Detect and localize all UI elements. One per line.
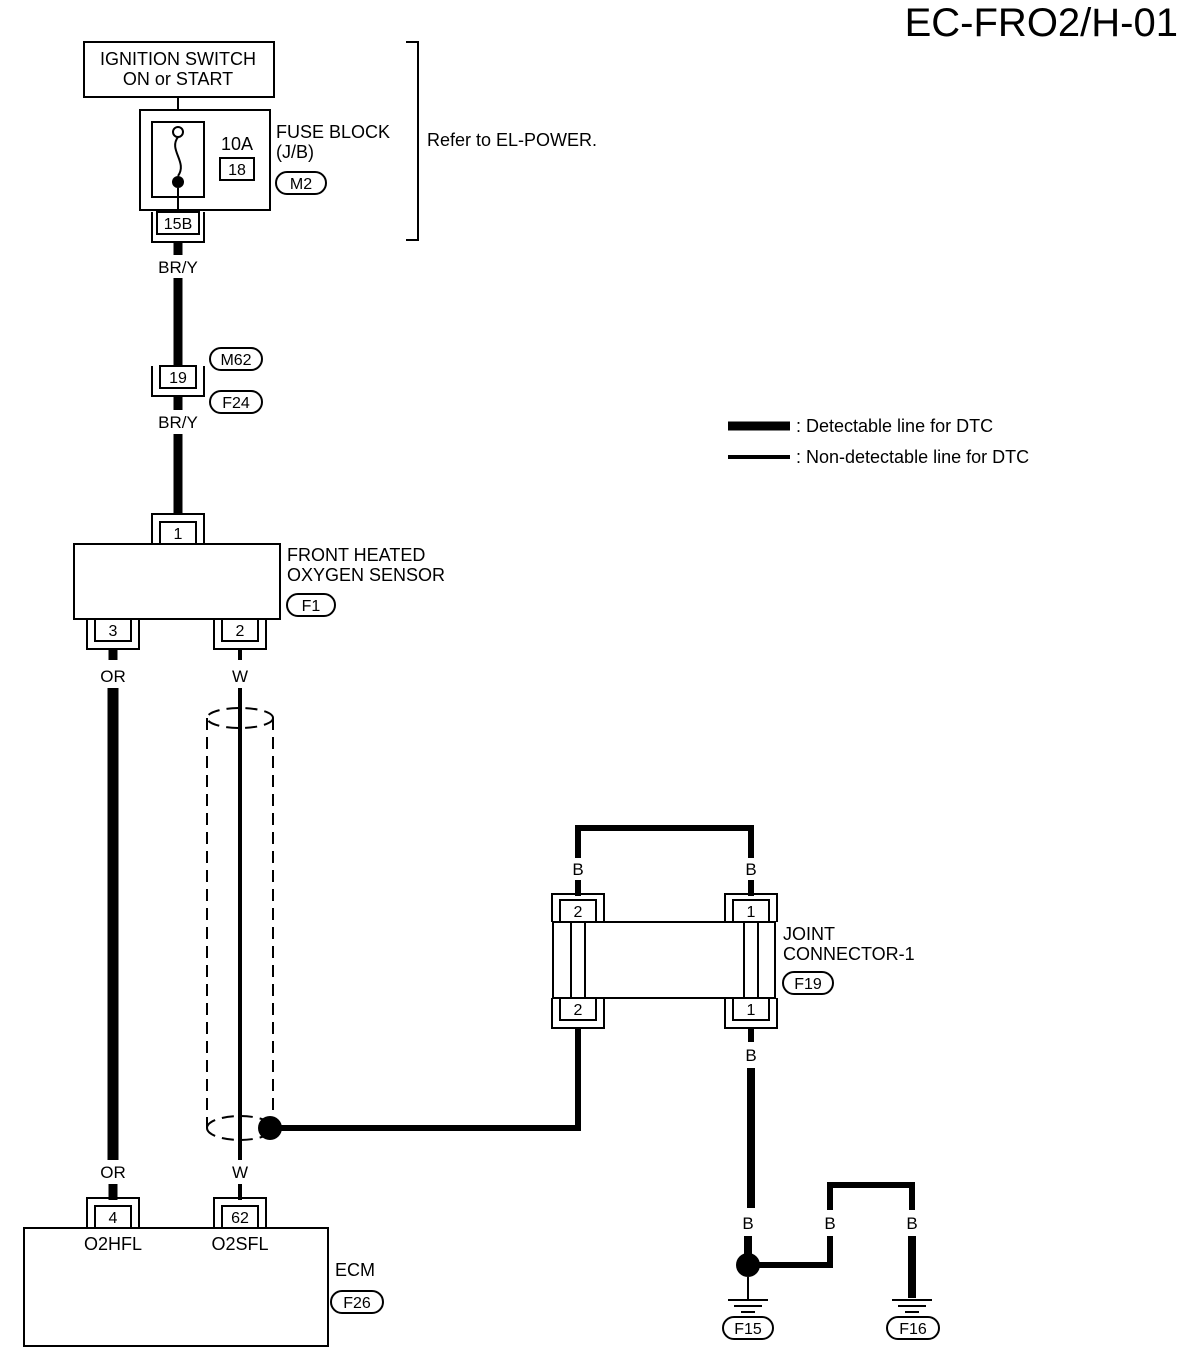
inline-connector-pin: 19	[169, 370, 187, 387]
wire-label-jc-b-left: B	[572, 860, 583, 879]
joint-connector-box	[552, 921, 776, 999]
wire-jc-loop	[575, 825, 754, 858]
ecm-pin-left: 4	[86, 1197, 140, 1229]
ground-badge-f15: F15	[722, 1316, 774, 1340]
fuse-symbol	[174, 136, 182, 177]
wire-label-gnd-b3: B	[906, 1214, 917, 1233]
wire-label-br-y-2: BR/Y	[158, 413, 198, 432]
sensor-pin-top: 1	[151, 513, 205, 545]
wire-label-or-top: OR	[100, 667, 126, 686]
sensor-pin-left-label: 3	[109, 623, 118, 640]
joint-connector-label-2: CONNECTOR-1	[783, 944, 915, 964]
fuse-number: 18	[228, 162, 246, 179]
ecm-pin-right-label: 62	[231, 1210, 249, 1227]
sensor-pin-left: 3	[86, 618, 140, 650]
fuse-block-connector: M2	[290, 176, 312, 193]
ignition-switch-label-1: IGNITION SWITCH	[100, 49, 256, 69]
legend-non-detectable-label: : Non-detectable line for DTC	[796, 447, 1029, 467]
fuse-number-box	[219, 157, 255, 181]
ecm-terminal-left: O2HFL	[84, 1234, 142, 1254]
fuse-block-connector-badge: M2	[275, 171, 327, 195]
joint-connector-pin-bottom-left: 2	[551, 997, 605, 1029]
wire-label-gnd-b2: B	[824, 1214, 835, 1233]
legend-detectable-label: : Detectable line for DTC	[796, 416, 993, 436]
oxygen-sensor-box	[73, 543, 281, 620]
wire-gnd-bridge	[827, 1182, 915, 1210]
inline-connector-badge-lower: F24	[209, 390, 263, 414]
fuse-terminal-top	[172, 126, 184, 138]
ecm-pin-left-label: 4	[109, 1210, 118, 1227]
sensor-pin-right: 2	[213, 618, 267, 650]
ecm-terminal-right: O2SFL	[211, 1234, 268, 1254]
wire-label-w-top: W	[232, 667, 248, 686]
page-title: EC-FRO2/H-01	[905, 1, 1178, 45]
joint-connector-pin-top-left: 2	[551, 893, 605, 923]
wire-label-w-bottom: W	[232, 1163, 248, 1182]
fuse-block-label-2: (J/B)	[276, 142, 314, 162]
ecm-label: ECM	[335, 1260, 375, 1280]
wire-gnd-link	[748, 1236, 833, 1268]
ground-symbol-f15	[728, 1277, 768, 1313]
wire-label-gnd-b1: B	[742, 1214, 753, 1233]
joint-connector-pin-top-left-label: 2	[574, 904, 583, 921]
fuse-block-pin-label: 15B	[164, 216, 192, 233]
ecm-pin-right: 62	[213, 1197, 267, 1229]
joint-connector-label-1: JOINT	[783, 924, 835, 944]
wire-label-br-y-1: BR/Y	[158, 258, 198, 277]
sensor-label-1: FRONT HEATED	[287, 545, 425, 565]
inline-connector-upper: M62	[220, 352, 251, 369]
fuse-terminal-bottom	[172, 176, 184, 188]
joint-connector-pin-bottom-right: 1	[724, 997, 778, 1029]
fuse-rating: 10A	[221, 134, 253, 154]
ground-id-f15: F15	[734, 1321, 762, 1338]
sensor-connector-badge: F1	[286, 593, 336, 617]
joint-connector-pin-bottom-left-label: 2	[574, 1002, 583, 1019]
ground-id-f16: F16	[899, 1321, 927, 1338]
inline-connector: 19	[151, 365, 205, 397]
fuse-block: 10A 18	[139, 109, 271, 211]
power-note: Refer to EL-POWER.	[427, 130, 597, 150]
joint-connector-pin-top-right-label: 1	[747, 904, 756, 921]
wire-label-or-bottom: OR	[100, 1163, 126, 1182]
inline-connector-lower: F24	[222, 395, 250, 412]
sensor-pin-top-label: 1	[174, 526, 183, 543]
ground-symbol-f16	[892, 1299, 932, 1313]
fuse-block-pin: 15B	[151, 211, 205, 243]
joint-connector-badge: F19	[782, 971, 834, 995]
ecm-connector: F26	[343, 1295, 371, 1312]
ignition-switch-label-2: ON or START	[123, 69, 233, 89]
sensor-pin-right-label: 2	[236, 623, 245, 640]
fuse-block-label-1: FUSE BLOCK	[276, 122, 390, 142]
joint-connector-id: F19	[794, 976, 822, 993]
wire-shield-drain	[270, 1028, 581, 1131]
joint-connector-pin-top-right: 1	[724, 893, 778, 923]
power-bracket	[406, 41, 419, 241]
sensor-label-2: OXYGEN SENSOR	[287, 565, 445, 585]
ignition-switch: IGNITION SWITCH ON or START	[83, 41, 275, 98]
sensor-connector: F1	[302, 598, 321, 615]
ecm-box	[23, 1227, 329, 1347]
joint-connector-pin-bottom-right-label: 1	[747, 1002, 756, 1019]
ecm-connector-badge: F26	[330, 1290, 384, 1314]
ground-badge-f16: F16	[886, 1316, 940, 1340]
wire-label-jc-b-out: B	[745, 1046, 756, 1065]
wire-label-jc-b-right: B	[745, 860, 756, 879]
inline-connector-badge-upper: M62	[209, 347, 263, 371]
